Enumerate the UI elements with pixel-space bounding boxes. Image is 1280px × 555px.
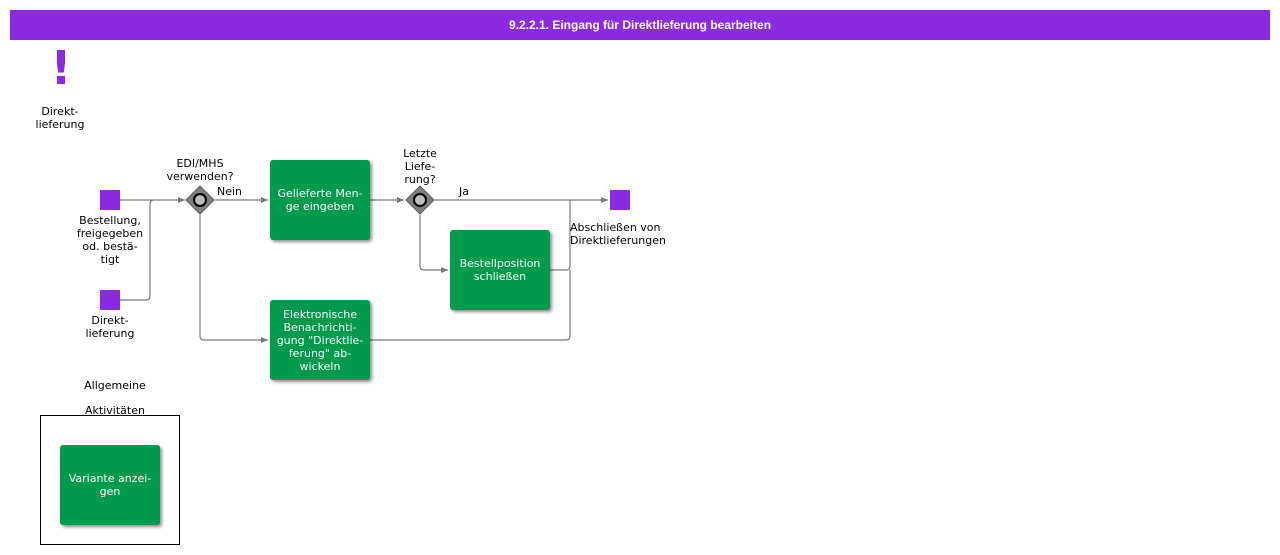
gateway-edi-icon [185, 185, 215, 215]
legend-event-label: Direkt- lieferung [35, 105, 85, 131]
start-event-direct [100, 290, 120, 310]
edge-gw2-to-close [419, 215, 448, 273]
end-event-label: Abschließen von Direktlieferungen [570, 221, 666, 247]
task-electronic-notice[interactable]: Elektronische Benachrichti- gung "Direkt… [270, 300, 370, 380]
general-activities-line1: Allgemeine [84, 380, 146, 392]
edge-start-direct-to-gw1 [120, 199, 155, 301]
end-event [610, 190, 630, 210]
edge-gw1-to-electronic [199, 215, 268, 343]
gateway-edi-no-label: Nein [216, 185, 243, 198]
page-title: 9.2.2.1. Eingang für Direktlieferung bea… [10, 10, 1270, 40]
general-activities-frame [40, 415, 180, 545]
task-show-variant[interactable]: Variante anzei- gen [60, 445, 160, 525]
gateway-last-delivery-label: Letzte Liefe- rung? [403, 147, 437, 186]
start-event-direct-label: Direkt- lieferung [85, 314, 135, 340]
gateway-last-yes-label: Ja [459, 185, 469, 198]
task-enter-quantity[interactable]: Gelieferte Men- ge eingeben [270, 160, 370, 240]
task-close-position[interactable]: Bestellposition schließen [450, 230, 550, 310]
gateway-last-delivery-icon [405, 185, 435, 215]
general-activities-line2: Aktivitäten [85, 404, 145, 414]
edge-close-to-merge [550, 200, 571, 271]
edge-electronic-to-merge [370, 270, 571, 341]
start-event-order-label: Bestellung, freigegeben od. bestä- tigt [76, 214, 144, 266]
start-event-order [100, 190, 120, 210]
gateway-edi-label: EDI/MHS verwenden? [166, 157, 234, 183]
general-activities-heading: Allgemeine Aktivitäten [70, 380, 160, 414]
exclamation-icon: ! [50, 41, 72, 95]
